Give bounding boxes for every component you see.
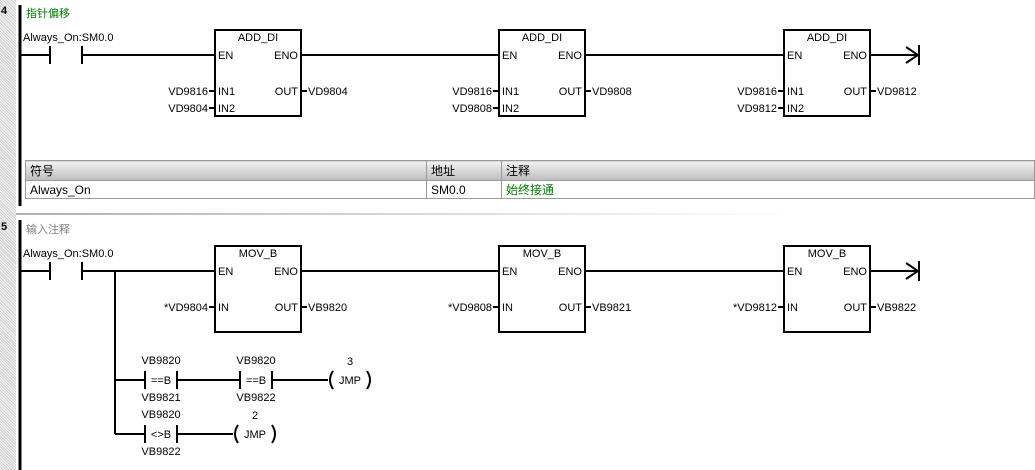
instruction-box-mov_b[interactable] [498,245,586,333]
network-number-4[interactable]: 4 [1,5,8,17]
pin-in: IN [218,302,229,314]
pin-out: OUT [559,86,583,98]
compare-operator: ==B [151,375,171,387]
pin-out: OUT [844,86,868,98]
pin-in1: IN1 [502,86,519,98]
input-operand: *VD9808 [448,302,492,314]
box-title: ADD_DI [807,32,847,44]
compare-operand-bottom: VB9821 [141,392,180,404]
coil-instruction: JMP [339,375,361,387]
compare-operator: <>B [151,429,171,441]
network-gutter [0,0,16,470]
network-comment-5[interactable]: 输入注释 [26,224,70,236]
pin-in2: IN2 [502,103,519,115]
pin-en: EN [787,266,802,278]
compare-operand-top: VB9820 [236,355,275,367]
output-operand: VD9812 [877,86,917,98]
compare-operand-top: VB9820 [141,409,180,421]
input-operand: VD9816 [452,86,492,98]
network-comment-4[interactable]: 指针偏移 [26,8,70,20]
input-operand: VD9808 [452,103,492,115]
pin-in2: IN2 [787,103,804,115]
pin-out: OUT [275,302,299,314]
output-operand: VB9820 [308,302,347,314]
instruction-box-mov_b[interactable] [214,245,302,333]
network-separator [16,213,796,215]
pin-in: IN [502,302,513,314]
pin-eno: ENO [274,266,298,278]
network-end-arrow-icon [905,45,920,65]
pin-eno: ENO [843,266,867,278]
jmp-coil[interactable] [234,424,276,444]
jump-label-number: 3 [347,356,353,368]
network-end-arrow-icon [905,261,920,281]
output-operand: VD9808 [592,86,632,98]
input-operand: VD9804 [168,103,208,115]
pin-in1: IN1 [787,86,804,98]
symbol-table-header: 符号 地址 注释 [25,160,1035,181]
pin-en: EN [502,266,517,278]
pin-en: EN [218,50,233,62]
box-title: ADD_DI [522,32,562,44]
input-operand: VD9816 [737,86,777,98]
compare-operator: ==B [246,375,266,387]
input-operand: *VD9812 [733,302,777,314]
compare-operand-bottom: VB9822 [236,392,275,404]
symbol-table: 符号 地址 注释 Always_On SM0.0 始终接通 [25,160,1035,199]
pin-in: IN [787,302,798,314]
instruction-box-add_di[interactable] [214,29,302,117]
box-title: MOV_B [523,248,562,260]
box-title: ADD_DI [238,32,278,44]
pin-out: OUT [559,302,583,314]
contact-label: Always_On:SM0.0 [23,248,113,260]
pin-en: EN [502,50,517,62]
output-operand: VD9804 [308,86,348,98]
pin-eno: ENO [274,50,298,62]
col-address: 地址 [426,160,502,181]
input-operand: VD9816 [168,86,208,98]
instruction-box-add_di[interactable] [783,29,871,117]
contact-label: Always_On:SM0.0 [23,32,113,44]
pin-eno: ENO [558,50,582,62]
output-operand: VB9821 [592,302,631,314]
pin-eno: ENO [843,50,867,62]
instruction-box-add_di[interactable] [498,29,586,117]
contact-always-on[interactable] [50,45,82,65]
output-operand: VB9822 [877,302,916,314]
jmp-coil[interactable] [329,370,371,390]
pin-eno: ENO [558,266,582,278]
pin-in2: IN2 [218,103,235,115]
compare-operand-top: VB9820 [141,355,180,367]
contact-always-on[interactable] [50,261,82,281]
pin-en: EN [787,50,802,62]
pin-out: OUT [275,86,299,98]
compare-operand-bottom: VB9822 [141,446,180,458]
instruction-box-mov_b[interactable] [783,245,871,333]
coil-instruction: JMP [244,429,266,441]
input-operand: *VD9804 [164,302,208,314]
pin-in1: IN1 [218,86,235,98]
pin-out: OUT [844,302,868,314]
pin-en: EN [218,266,233,278]
table-row[interactable]: Always_On SM0.0 始终接通 [25,180,1035,199]
symbol-cell: Always_On [25,180,427,199]
box-title: MOV_B [239,248,278,260]
comment-cell: 始终接通 [501,180,1035,199]
input-operand: VD9812 [737,103,777,115]
box-title: MOV_B [808,248,847,260]
jump-label-number: 2 [252,410,258,422]
network-number-5[interactable]: 5 [1,221,8,233]
